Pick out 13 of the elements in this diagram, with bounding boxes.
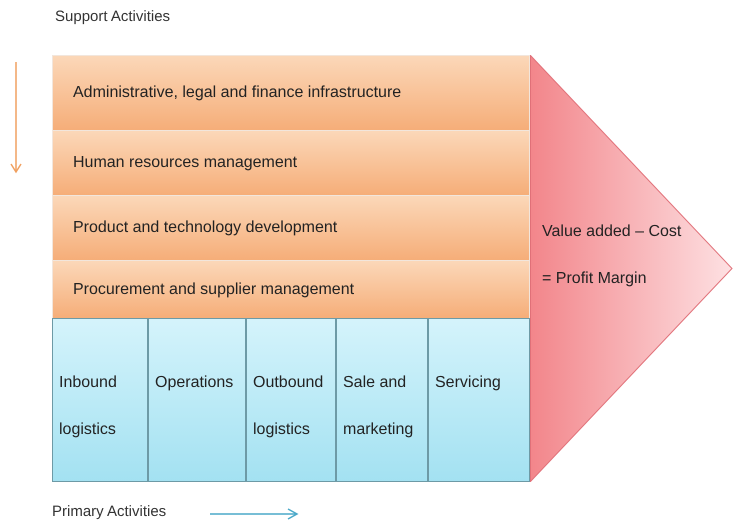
- primary-activity-column: Inbound logistics: [52, 318, 148, 482]
- support-activity-band: Human resources management: [52, 130, 530, 196]
- margin-text: = Profit Margin: [542, 270, 646, 288]
- support-activity-band: Administrative, legal and finance infrastructure: [52, 55, 530, 131]
- support-activity-band: Procurement and supplier management: [52, 260, 530, 319]
- section-heading: Support Activities: [55, 8, 170, 25]
- primary-activity-column: Sale and marketing: [336, 318, 428, 482]
- primary-activity-column: Outbound logistics: [246, 318, 336, 482]
- margin-text: Value added – Cost: [542, 223, 682, 241]
- primary-activity-column: Servicing: [428, 318, 530, 482]
- primary-activity-column: Operations: [148, 318, 246, 482]
- section-heading: Primary Activities: [52, 503, 166, 520]
- support-activity-band: Product and technology development: [52, 195, 530, 261]
